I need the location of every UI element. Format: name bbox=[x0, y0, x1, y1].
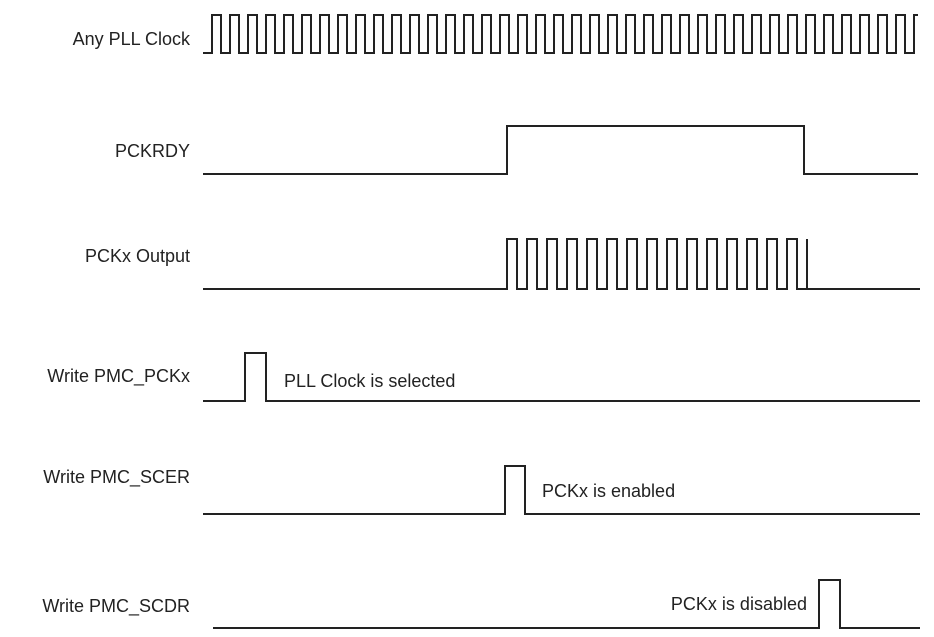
signal-label-pckrdy: PCKRDY bbox=[115, 141, 190, 161]
signal-label-write-pmc-pckx: Write PMC_PCKx bbox=[47, 366, 190, 387]
waveform-write-pmc-scdr bbox=[213, 579, 920, 629]
waveform-write-pmc-scer bbox=[203, 465, 920, 515]
signal-label-any-pll-clock: Any PLL Clock bbox=[73, 29, 191, 49]
waveform-pckx-output bbox=[203, 238, 920, 290]
waveform-any-pll-clock bbox=[203, 14, 918, 54]
annotation-pll-clock-selected: PLL Clock is selected bbox=[284, 371, 455, 391]
waveform-pckrdy bbox=[203, 125, 918, 175]
signal-label-write-pmc-scdr: Write PMC_SCDR bbox=[42, 596, 190, 617]
annotation-pckx-disabled: PCKx is disabled bbox=[671, 594, 807, 614]
signal-label-pckx-output: PCKx Output bbox=[85, 246, 190, 266]
waveform-write-pmc-pckx bbox=[203, 352, 920, 402]
signal-label-write-pmc-scer: Write PMC_SCER bbox=[43, 467, 190, 488]
annotation-pckx-enabled: PCKx is enabled bbox=[542, 481, 675, 501]
